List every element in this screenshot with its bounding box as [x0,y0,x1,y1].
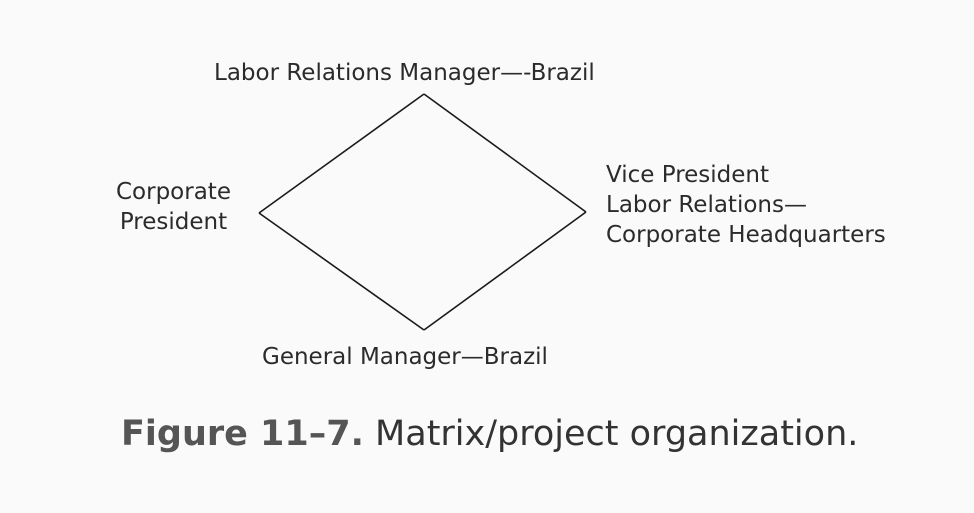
node-right-line-3: Corporate Headquarters [606,222,886,248]
node-vice-president-labor-relations: Vice President Labor Relations— Corporat… [606,160,886,250]
node-labor-relations-manager-brazil: Labor Relations Manager—-Brazil [214,58,595,88]
node-right-line-1: Vice President [606,162,770,188]
figure-caption-text: Matrix/project organization. [363,414,859,454]
figure-caption: Figure 11–7. Matrix/project organization… [121,410,858,458]
node-left-line-1: Corporate [116,179,231,205]
node-bottom-line-1: General Manager—Brazil [262,344,548,370]
edge-vice-president-to-general-manager [423,211,587,331]
figure-label: Figure 11–7. [121,414,364,454]
node-top-line-1: Labor Relations Manager—-Brazil [214,60,595,86]
edge-labor-relations-manager-to-vice-president [423,93,587,213]
edge-corporate-president-to-labor-relations-manager [258,93,425,214]
edge-general-manager-to-corporate-president [258,212,425,331]
node-right-line-2: Labor Relations— [606,192,807,218]
node-left-line-2: President [119,209,228,235]
node-general-manager-brazil: General Manager—Brazil [262,342,548,372]
node-corporate-president: Corporate President [116,177,231,237]
